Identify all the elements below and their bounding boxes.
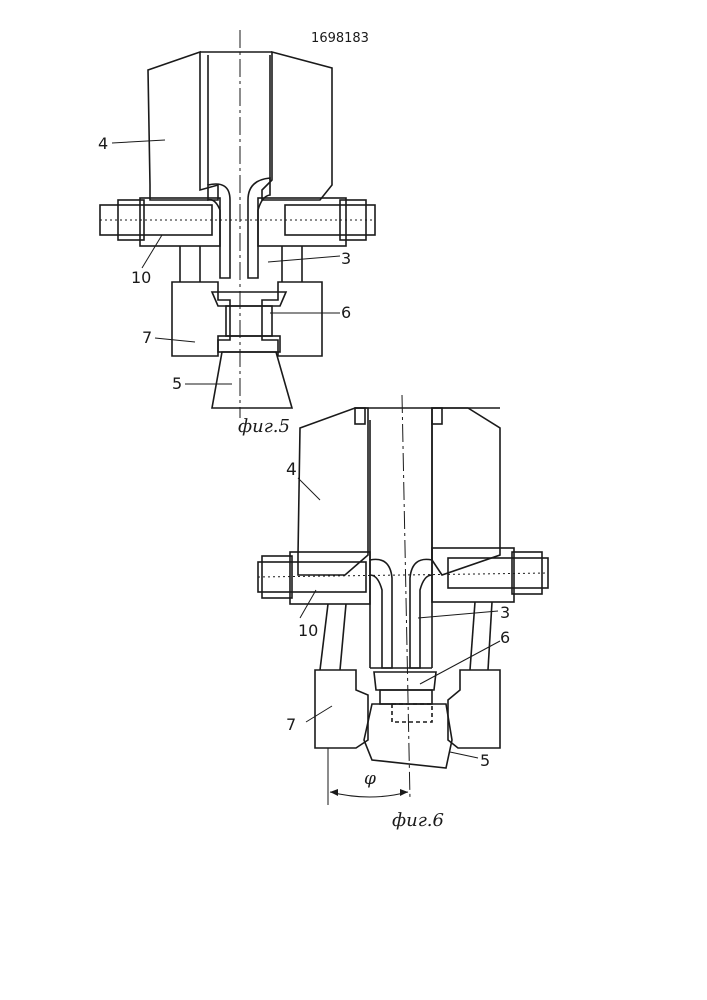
ring-6 xyxy=(212,292,286,306)
label-bolt-10: 10 xyxy=(131,268,151,287)
body-right-section xyxy=(432,408,500,575)
label-clamp-7: 7 xyxy=(286,715,296,734)
label-ring-6: 6 xyxy=(341,303,351,322)
insert-right xyxy=(410,559,432,668)
clamp-right xyxy=(448,670,500,748)
label-body-4: 4 xyxy=(98,134,108,153)
label-insert-3: 3 xyxy=(341,249,351,268)
label-bolt-10: 10 xyxy=(298,621,318,640)
label-ring-6: 6 xyxy=(500,628,510,647)
flange-left xyxy=(290,552,370,604)
body-left-section xyxy=(298,408,368,575)
label-body-4: 4 xyxy=(286,460,297,480)
tube-5 xyxy=(212,352,292,408)
figure-5: 4 3 10 6 7 5 фиг.5 xyxy=(98,30,375,437)
label-angle-phi: φ xyxy=(364,769,376,789)
clamp-left xyxy=(172,282,230,356)
clamp-right xyxy=(262,282,322,356)
figure-6: 4 3 10 6 7 5 φ фиг.6 xyxy=(258,395,548,831)
ring-6 xyxy=(374,672,436,690)
label-insert-3: 3 xyxy=(500,603,510,622)
label-clamp-7: 7 xyxy=(142,328,152,347)
tube-5 xyxy=(364,704,452,768)
clamp-left xyxy=(315,670,368,748)
insert-right xyxy=(248,178,270,278)
patent-number: 1698183 xyxy=(311,31,369,46)
label-tube-5: 5 xyxy=(480,751,490,770)
caption-fig5: фиг.5 xyxy=(238,416,290,437)
label-tube-5: 5 xyxy=(172,374,182,393)
body-right-section xyxy=(262,52,332,200)
caption-fig6: фиг.6 xyxy=(392,810,444,831)
